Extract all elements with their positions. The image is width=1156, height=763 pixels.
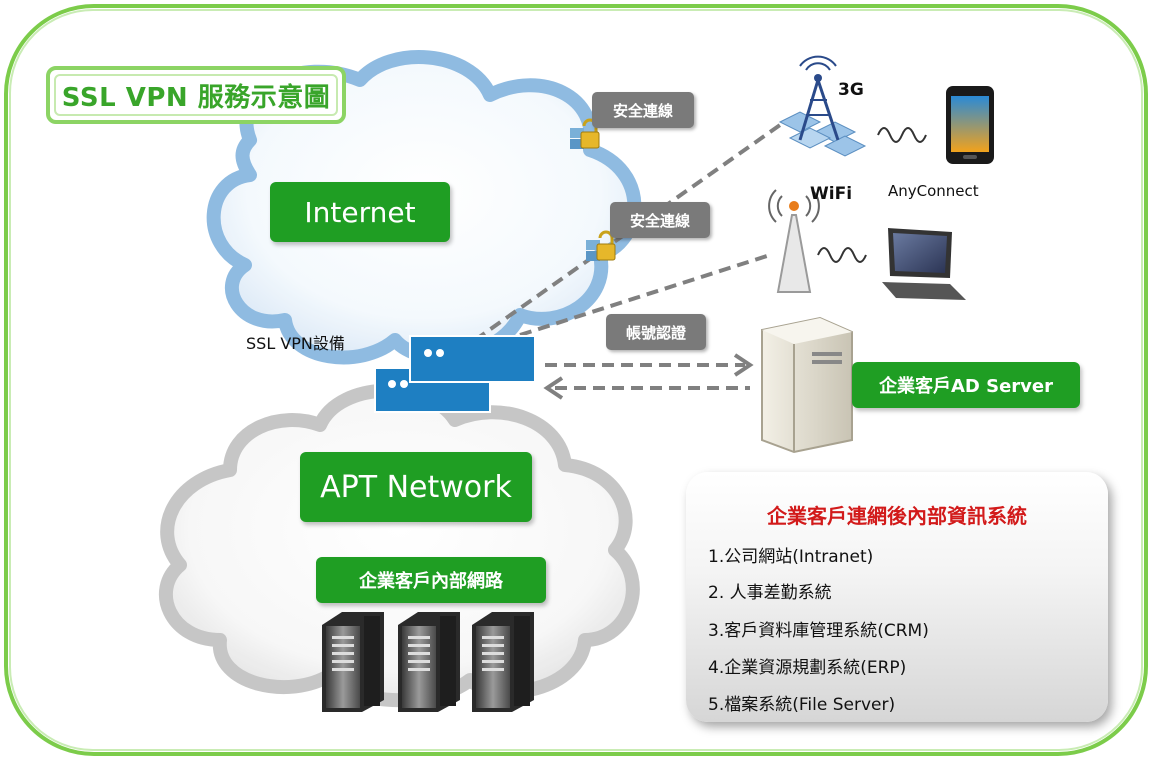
server-rack-icon (472, 612, 534, 712)
lock-icon (586, 230, 616, 261)
auth-arrow-right (545, 353, 754, 377)
ad-server-icon (761, 316, 853, 454)
account-auth-tag: 帳號認證 (606, 314, 706, 350)
cell-tower-icon (778, 55, 867, 157)
label-wifi: WiFi (810, 184, 853, 204)
wireless-wave-icon (877, 127, 927, 143)
smartphone-icon (946, 86, 994, 164)
secure-connection-tag: 安全連線 (610, 202, 710, 238)
outer-frame-inner (9, 9, 1143, 751)
secure-line-3g (473, 123, 782, 342)
title-box-inner-border (54, 74, 338, 116)
auth-arrow-left (543, 376, 750, 400)
ssl-vpn-device-icon (374, 335, 536, 413)
internal-network-label-box: 企業客戶內部網路 (316, 557, 546, 603)
internal-system-item: 3.客戶資料庫管理系統(CRM) (708, 621, 929, 641)
laptop-icon (882, 228, 966, 300)
label-3g: 3G (838, 80, 864, 100)
label-anyconnect: AnyConnect (888, 182, 979, 200)
internal-system-item: 4.企業資源規劃系統(ERP) (708, 658, 907, 678)
account-auth-tag-label: 帳號認證 (625, 323, 686, 342)
internal-system-item: 5.檔案系統(File Server) (708, 695, 896, 715)
internet-label-box: Internet (270, 182, 450, 242)
internal-systems-title: 企業客戶連網後內部資訊系統 (767, 504, 1027, 528)
secure-connection-tag-label: 安全連線 (612, 101, 673, 120)
wifi-router-icon (768, 189, 820, 293)
diagram-title: SSL VPN 服務示意圖 (61, 82, 331, 113)
secure-connection-tag-label: 安全連線 (629, 211, 690, 230)
diagram-title-box: SSL VPN 服務示意圖 (46, 66, 346, 124)
wireless-wave-icon (817, 247, 867, 263)
secure-line-wifi (519, 253, 771, 337)
internet-label: Internet (304, 195, 416, 229)
internal-network-label: 企業客戶內部網路 (359, 571, 503, 592)
server-rack-icon (398, 612, 460, 712)
internal-systems-panel: 企業客戶連網後內部資訊系統 1.公司網站(Intranet) 2. 人事差勤系統… (686, 472, 1108, 722)
ad-server-label-box: 企業客戶AD Server (852, 362, 1080, 408)
secure-connection-tag: 安全連線 (592, 92, 694, 128)
outer-frame (4, 4, 1148, 756)
ad-server-label: 企業客戶AD Server (878, 376, 1053, 397)
apt-network-label: APT Network (320, 469, 512, 505)
apt-network-label-box: APT Network (300, 452, 532, 522)
internal-system-item: 1.公司網站(Intranet) (708, 547, 874, 567)
internal-system-item: 2. 人事差勤系統 (708, 583, 832, 603)
server-rack-icon (322, 612, 384, 712)
ssl-vpn-device-label: SSL VPN設備 (246, 334, 345, 353)
